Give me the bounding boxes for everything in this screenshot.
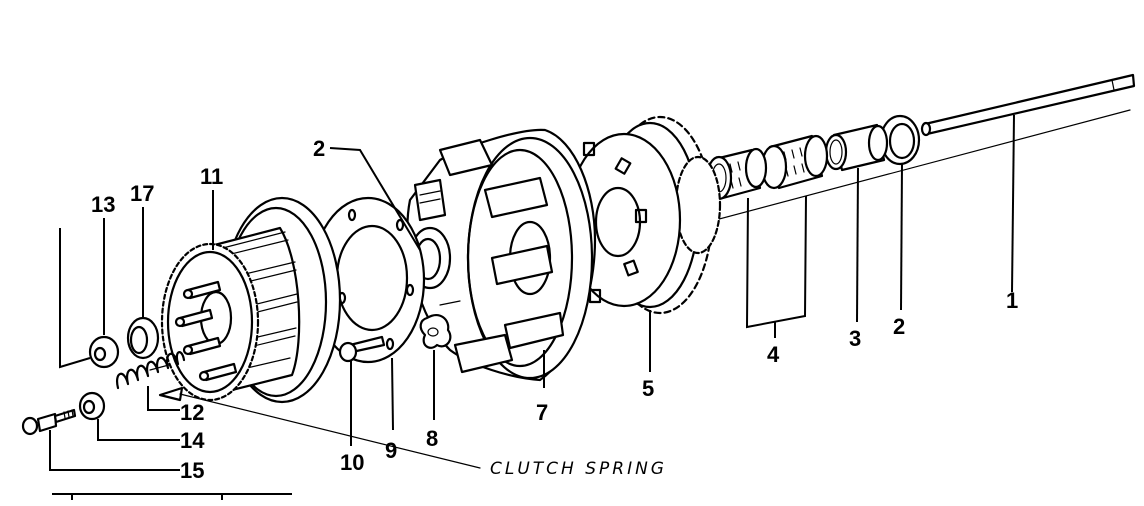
part-12-spring bbox=[116, 351, 186, 390]
label-part-10: 10 bbox=[340, 450, 364, 475]
label-part-14: 14 bbox=[180, 428, 205, 453]
part-4-needle-bearings bbox=[705, 134, 829, 201]
part-8-lock-tab bbox=[419, 314, 452, 349]
label-part-9: 9 bbox=[385, 438, 397, 463]
leader-lines bbox=[49, 114, 1015, 500]
label-part-5: 5 bbox=[642, 376, 654, 401]
label-part-13: 13 bbox=[91, 192, 115, 217]
label-part-2-rear: 2 bbox=[893, 314, 905, 339]
label-part-4: 4 bbox=[767, 342, 780, 367]
part-13-nut bbox=[88, 335, 120, 369]
label-part-8: 8 bbox=[426, 426, 438, 451]
label-part-7: 7 bbox=[536, 400, 548, 425]
label-part-3: 3 bbox=[849, 326, 861, 351]
part-5-driven-gear bbox=[566, 115, 722, 315]
label-part-2-front: 2 bbox=[313, 136, 325, 161]
part-1-push-rod bbox=[920, 73, 1136, 137]
part-2-thrust-washer-rear bbox=[879, 114, 921, 166]
part-7-clutch-basket bbox=[406, 128, 597, 382]
label-part-17: 17 bbox=[130, 181, 154, 206]
label-part-12: 12 bbox=[180, 400, 204, 425]
clutch-spring-annotation: CLUTCH SPRING bbox=[490, 459, 667, 479]
part-3-bushing bbox=[824, 123, 889, 172]
label-part-11: 11 bbox=[200, 164, 223, 189]
label-part-15: 15 bbox=[180, 458, 204, 483]
label-part-1: 1 bbox=[1006, 288, 1018, 313]
part-11-inner-hub bbox=[160, 196, 342, 404]
part-15-bolt bbox=[21, 408, 77, 436]
part-9-plate bbox=[310, 196, 426, 364]
part-10-pin bbox=[338, 335, 386, 363]
part-17-washer bbox=[126, 316, 160, 360]
part-14-cup-washer bbox=[78, 391, 106, 421]
